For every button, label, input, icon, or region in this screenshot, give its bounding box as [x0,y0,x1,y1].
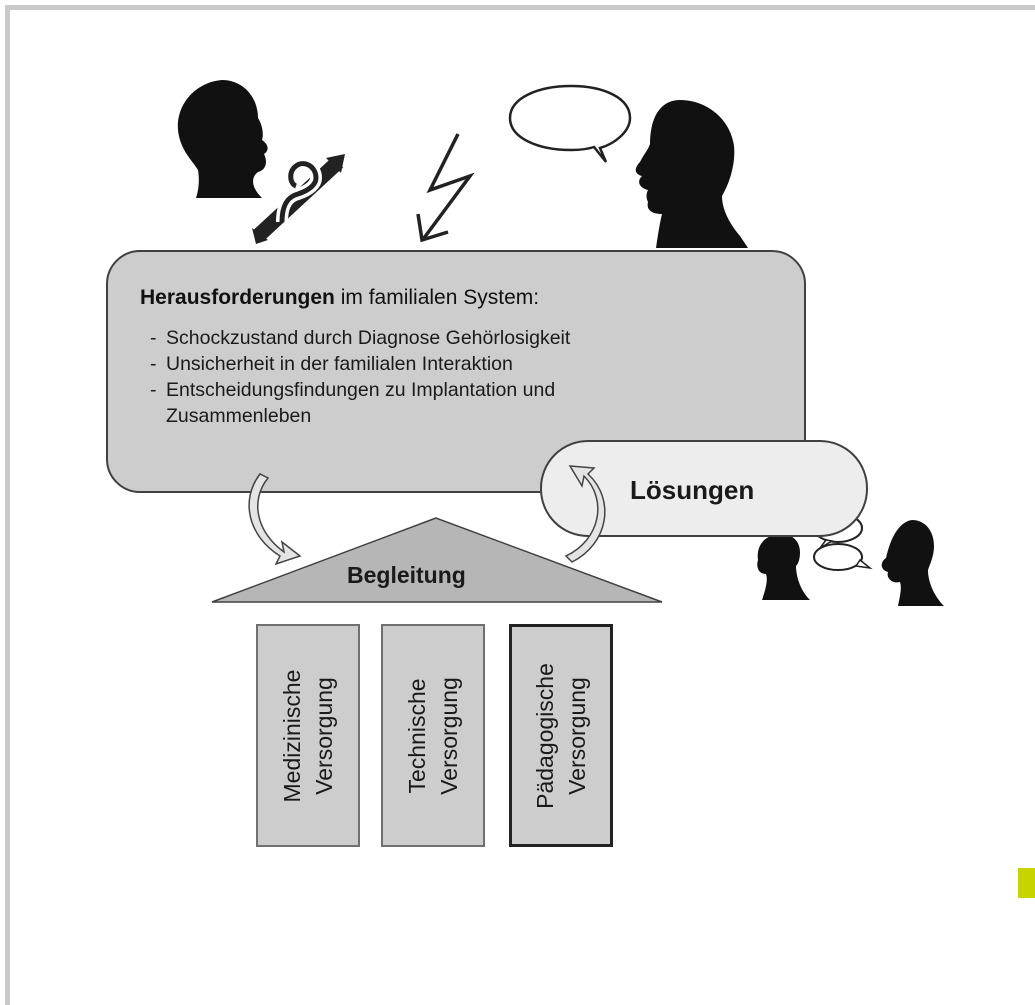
challenge-title: Herausforderungen im familialen System: [140,286,539,310]
list-dash: - [150,379,157,401]
pillar-line2: Versorgung [564,676,590,795]
solutions-label: Lösungen [630,475,755,505]
list-item: -Unsicherheit in der familialen Interakt… [150,351,570,377]
list-item-continuation: Zusammenleben [150,403,570,429]
list-item-text: Entscheidungsfindungen zu Implantation u… [166,379,556,401]
pillar-pedagogical: Pädagogische Versorgung [509,624,613,847]
pillar-line1: Technische [404,677,430,794]
pillar-line1: Pädagogische [532,662,558,809]
challenge-title-bold: Herausforderungen [140,286,335,309]
list-item: -Schockzustand durch Diagnose Gehörlosig… [150,325,570,351]
figure-frame [5,5,1035,1005]
pillar-technical: Technische Versorgung [381,624,485,847]
challenge-title-rest: im familialen System: [334,286,540,309]
support-label: Begleitung [347,562,466,588]
support-roof [211,517,663,603]
curved-arrow-icon [248,473,302,566]
list-dash: - [150,353,157,375]
lightning-arrow-icon [416,133,475,243]
list-item-text: Unsicherheit in der familialen Interakti… [166,353,513,375]
speech-bubble-icon [508,84,632,163]
pillar-label: Medizinische Versorgung [276,669,340,802]
pillar-line2: Versorgung [436,676,462,795]
list-item: -Entscheidungsfindungen zu Implantation … [150,377,570,403]
pillar-label: Technische Versorgung [401,677,465,795]
curved-arrow-icon [564,465,606,563]
illustration-layer [177,80,944,606]
hearing-impaired-icon [252,154,345,244]
list-item-text: Zusammenleben [166,405,312,427]
pillar-medical: Medizinische Versorgung [256,624,360,847]
list-dash: - [150,327,157,349]
pillar-line1: Medizinische [279,669,305,802]
arrow-layer [248,465,606,566]
list-item-text: Schockzustand durch Diagnose Gehörlosigk… [166,327,571,349]
corner-badge [1018,868,1035,898]
pillar-label: Pädagogische Versorgung [529,663,593,809]
child-head-icon [177,80,268,198]
pillar-line2: Versorgung [311,676,337,795]
adult-head-icon [635,100,748,248]
challenge-list: -Schockzustand durch Diagnose Gehörlosig… [150,325,570,429]
